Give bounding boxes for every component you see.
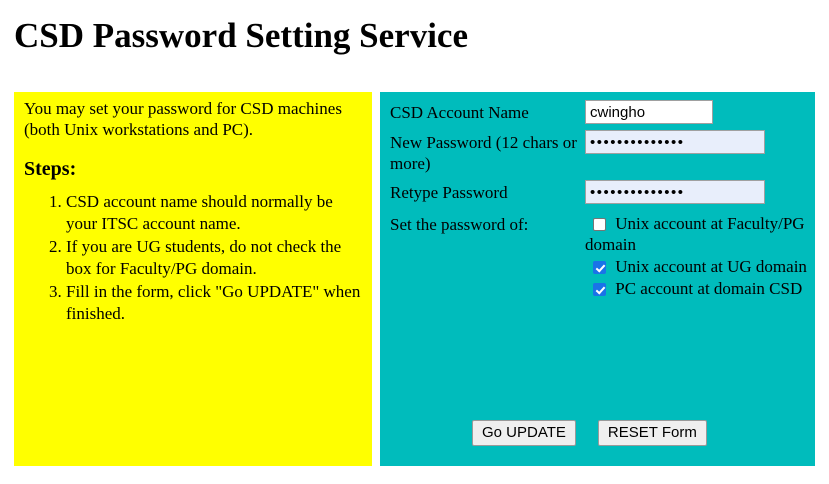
- form-row-retype-password: Retype Password: [380, 180, 815, 204]
- retype-password-field-wrap: [585, 180, 815, 204]
- checkbox-faculty-pg-domain[interactable]: [593, 218, 606, 231]
- form-row-set-password-of: Set the password of: Unix account at Fac…: [380, 212, 815, 300]
- list-item: CSD account name should normally be your…: [66, 191, 362, 235]
- checkbox-ug-domain[interactable]: [593, 261, 606, 274]
- csd-account-name-label: CSD Account Name: [390, 103, 529, 122]
- checkbox-label-ug-domain: Unix account at UG domain: [615, 257, 807, 276]
- checkbox-label-faculty-pg-domain: Unix account at Faculty/PG domain: [585, 214, 805, 254]
- new-password-label: New Password (12 chars or more): [390, 133, 577, 173]
- csd-account-name-field-wrap: [585, 100, 815, 124]
- domain-checkbox-group: Unix account at Faculty/PG domain Unix a…: [585, 212, 815, 300]
- info-panel: You may set your password for CSD machin…: [14, 92, 372, 466]
- checkbox-option-faculty-pg: Unix account at Faculty/PG domain: [585, 213, 807, 255]
- go-update-button[interactable]: Go UPDATE: [472, 420, 576, 446]
- password-form-panel: CSD Account Name New Password (12 chars …: [380, 92, 815, 466]
- checkbox-option-pc-csd: PC account at domain CSD: [585, 278, 807, 299]
- form-actions: Go UPDATE RESET Form: [472, 420, 707, 446]
- csd-account-name-input[interactable]: [585, 100, 713, 124]
- list-item: Fill in the form, click "Go UPDATE" when…: [66, 281, 362, 325]
- steps-list: CSD account name should normally be your…: [24, 191, 362, 325]
- steps-heading: Steps:: [24, 158, 77, 180]
- checkbox-label-pc-account-csd: PC account at domain CSD: [615, 279, 803, 298]
- page-title: CSD Password Setting Service: [14, 16, 468, 55]
- info-intro-text: You may set your password for CSD machin…: [24, 99, 342, 139]
- new-password-field-wrap: [585, 130, 815, 154]
- checkbox-pc-account-csd[interactable]: [593, 283, 606, 296]
- checkbox-option-ug: Unix account at UG domain: [585, 256, 807, 277]
- retype-password-label: Retype Password: [390, 183, 508, 202]
- retype-password-input[interactable]: [585, 180, 765, 204]
- reset-form-button[interactable]: RESET Form: [597, 420, 707, 446]
- new-password-input[interactable]: [585, 130, 765, 154]
- form-row-new-password: New Password (12 chars or more): [380, 130, 815, 174]
- set-password-of-label: Set the password of:: [390, 215, 529, 234]
- form-row-account-name: CSD Account Name: [380, 100, 815, 124]
- list-item: If you are UG students, do not check the…: [66, 236, 362, 280]
